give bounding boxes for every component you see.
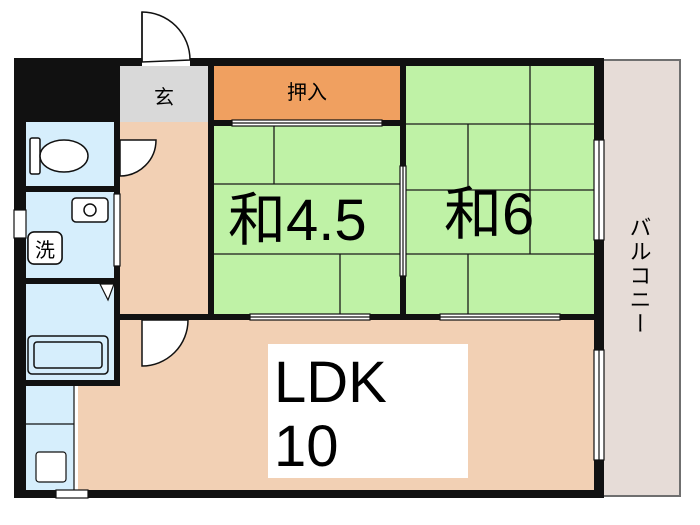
genkan-label: 玄 [154, 85, 174, 109]
bathtub-fixture [27, 335, 109, 375]
entrance-floor [120, 66, 208, 122]
ldk-label-line2: 10 [274, 414, 339, 479]
balcony-area [599, 59, 681, 497]
senmen-label: 洗 [35, 238, 55, 262]
kitchen-counter [26, 386, 75, 490]
ldk-label-box [268, 344, 468, 478]
bath-door [99, 283, 115, 302]
tatami-lines-4-5 [214, 126, 400, 314]
washitsu-4-5-label: 和4.5 [228, 188, 367, 253]
closet-floor [214, 66, 400, 120]
balcony-label: バルコニー [626, 216, 651, 336]
washitsu-6-label: 和6 [444, 182, 534, 247]
ldk-label-line1: LDK [274, 350, 387, 415]
window-marks [13, 119, 605, 499]
toilet-door [119, 139, 157, 177]
senmen-label-box [27, 231, 63, 265]
oshiire-label: 押入 [287, 80, 327, 104]
ldk-door [141, 319, 189, 367]
tatami-lines-6 [406, 66, 594, 314]
tatami-room-4-5-floor [214, 126, 400, 314]
entry-door [141, 11, 191, 63]
toilet-fixture [29, 137, 89, 175]
washbasin-fixture [71, 197, 109, 223]
